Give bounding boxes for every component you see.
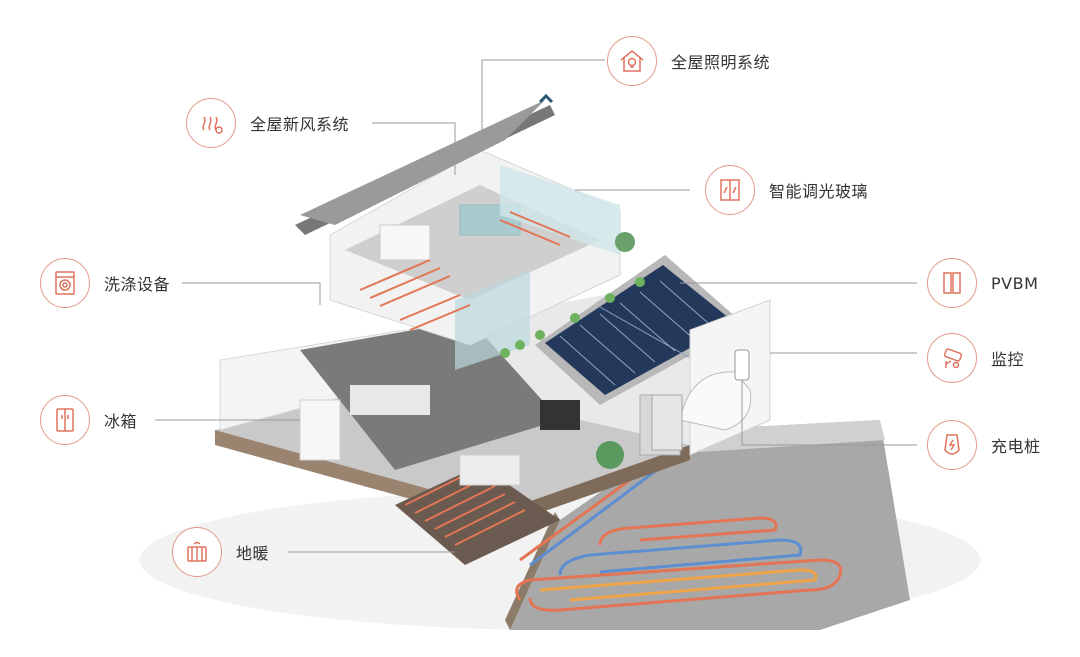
callout-charger[interactable]: 充电桩 — [927, 420, 1041, 470]
solar-panel-canopy — [500, 255, 745, 405]
washing-machine-icon — [40, 258, 90, 308]
callout-floor-heating-label: 地暖 — [236, 544, 270, 563]
callout-monitoring[interactable]: 监控 — [927, 333, 1024, 383]
roof — [295, 93, 555, 235]
callout-pvbm-label: PVBM — [991, 273, 1039, 293]
callout-fridge-label: 冰箱 — [104, 412, 138, 431]
callout-washing[interactable]: 洗涤设备 — [40, 258, 170, 308]
solar-panel-icon — [927, 258, 977, 308]
radiator-icon — [172, 527, 222, 577]
refrigerator-icon — [40, 395, 90, 445]
callout-fridge[interactable]: 冰箱 — [40, 395, 137, 445]
window-glass-icon — [705, 165, 755, 215]
callout-charger-label: 充电桩 — [991, 437, 1041, 456]
air-waves-icon — [186, 98, 236, 148]
callout-lighting[interactable]: 全屋照明系统 — [607, 36, 770, 86]
callout-smart-glass[interactable]: 智能调光玻璃 — [705, 165, 868, 215]
callout-pvbm[interactable]: PVBM — [927, 258, 1038, 308]
house-lamp-icon — [607, 36, 657, 86]
security-camera-icon — [927, 333, 977, 383]
leader-lines — [155, 59, 917, 553]
callout-fresh-air[interactable]: 全屋新风系统 — [186, 98, 349, 148]
carport — [651, 299, 771, 456]
callout-smart-glass-label: 智能调光玻璃 — [769, 182, 869, 201]
callout-lighting-label: 全屋照明系统 — [671, 53, 771, 72]
callout-monitoring-label: 监控 — [991, 350, 1025, 369]
callout-washing-label: 洗涤设备 — [104, 275, 171, 294]
callout-floor-heating[interactable]: 地暖 — [172, 527, 269, 577]
charging-station-icon — [927, 420, 977, 470]
upper-floor — [329, 149, 635, 370]
callout-fresh-air-label: 全屋新风系统 — [250, 115, 350, 134]
